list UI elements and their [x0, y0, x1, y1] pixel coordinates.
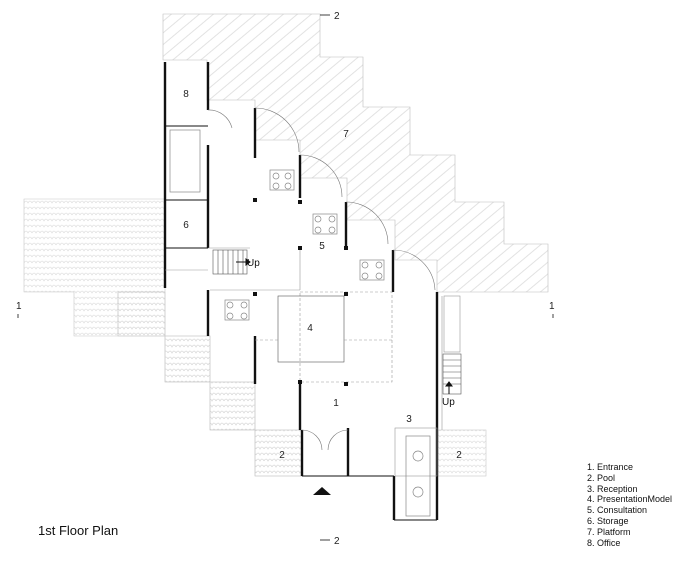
tables — [169, 129, 431, 517]
pool-right-water — [437, 429, 487, 477]
stair-a-label: Up — [247, 258, 260, 269]
legend-item: 4. PresentationModel — [587, 494, 673, 505]
room-label-reception: 3 — [406, 414, 412, 425]
room-label-entrance: 1 — [333, 398, 339, 409]
section-mark-top: 2 — [334, 11, 340, 22]
legend-item: 3. Reception — [587, 483, 638, 494]
door-swings — [207, 107, 436, 451]
room-label-consultation: 5 — [319, 241, 325, 252]
stair-arrows — [236, 258, 453, 394]
room-label-office: 8 — [183, 89, 189, 100]
stair-b — [442, 353, 462, 395]
room-label-pool-left: 2 — [279, 450, 285, 461]
legend-item: 7. Platform — [587, 526, 631, 537]
legend-item: 5. Consultation — [587, 505, 648, 516]
plan-title: 1st Floor Plan — [38, 523, 119, 538]
legend-item: 8. Office — [587, 537, 621, 548]
stair-b-label: Up — [442, 397, 455, 408]
legend-item: 2. Pool — [587, 472, 616, 483]
entrance-arrow-icon — [313, 487, 331, 495]
platform-deck — [162, 13, 549, 293]
legend: 1. Entrance 2. Pool 3. Reception 4. Pres… — [587, 462, 672, 548]
section-mark-bottom: 2 — [334, 536, 340, 547]
pool-left-water — [23, 198, 303, 477]
section-mark-left: 1 — [16, 301, 22, 312]
legend-item: 1. Entrance — [587, 462, 634, 472]
section-marks-lines — [17, 14, 554, 541]
columns — [253, 198, 348, 386]
walls — [163, 62, 439, 521]
room-label-presentation-model: 4 — [307, 323, 313, 334]
room-label-platform: 7 — [343, 129, 349, 140]
room-label-pool-right: 2 — [456, 450, 462, 461]
legend-item: 6. Storage — [587, 515, 629, 526]
section-mark-right: 1 — [549, 301, 555, 312]
room-label-storage: 6 — [183, 220, 189, 231]
